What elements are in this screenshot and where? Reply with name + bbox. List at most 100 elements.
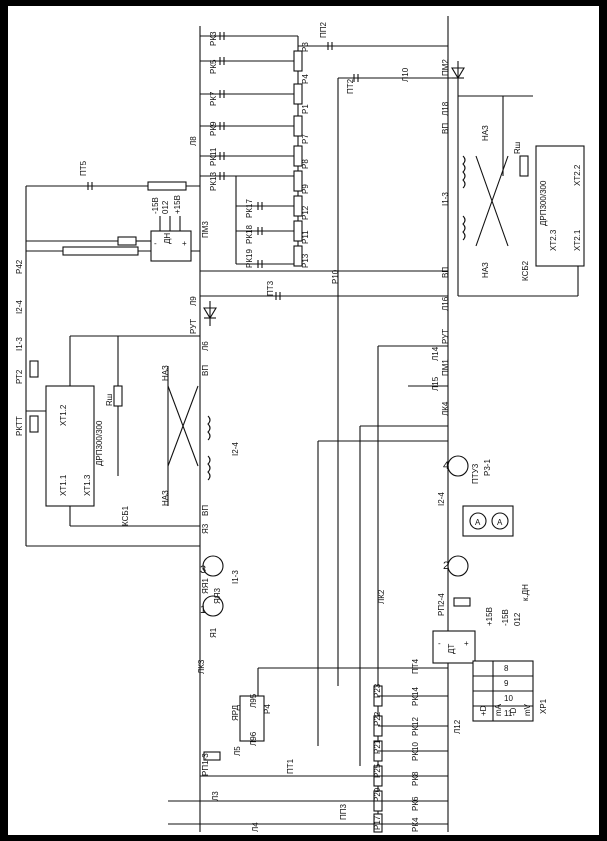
label-p12: Р12 <box>301 205 310 220</box>
resistor-pt5 <box>147 181 187 191</box>
label-pm1: ПМ1 <box>441 359 450 376</box>
label-i13-left: I1-3 <box>15 337 24 351</box>
label-ya3: Я3 <box>201 523 210 534</box>
label-m15: -15В <box>151 197 160 214</box>
label-dn: ДН <box>163 233 172 244</box>
label-l5: Л5 <box>233 746 242 756</box>
label-p9: Р9 <box>301 184 310 194</box>
label-motor-3: 3 <box>200 564 206 576</box>
label-naz-top: НАЗ <box>481 125 490 141</box>
motor-2 <box>447 555 469 577</box>
label-ksb1: КСБ1 <box>121 505 130 526</box>
resistor-rsh-right <box>519 155 529 177</box>
coil-right-a <box>462 155 466 189</box>
label-rsh-right: Rш <box>513 142 522 154</box>
label-naz-l2: НАЗ <box>161 490 170 506</box>
label-ya1: ЯЯ1 <box>201 577 210 594</box>
label-l96: Л96 <box>249 731 258 746</box>
label-pk12: РК12 <box>411 717 420 736</box>
label-a1: A <box>475 518 481 527</box>
label-p31: Р3-1 <box>483 459 492 476</box>
label-p23: Р23 <box>373 683 382 698</box>
label-rsh-left: Rш <box>105 394 114 406</box>
label-i24-right: I2-4 <box>437 492 446 506</box>
resistor-p17 <box>373 813 383 833</box>
label-pt2: ПТ2 <box>346 78 355 94</box>
label-motor-2: 2 <box>443 560 449 572</box>
label-l4: Л4 <box>251 822 260 832</box>
relay-pp13 <box>203 751 221 761</box>
label-i24-left: I2-4 <box>15 300 24 314</box>
label-xt22: ХТ2.2 <box>573 164 582 186</box>
label-xt23: ХТ2.3 <box>549 229 558 251</box>
label-p22: Р22 <box>373 711 382 726</box>
label-xp1: ХР1 <box>539 698 548 714</box>
label-d-plus: +D <box>479 705 488 716</box>
label-drp-right: ДРП300/300 <box>539 180 548 226</box>
label-pt2b: РТ2 <box>15 369 24 384</box>
label-i24-mid: I2-4 <box>231 442 240 456</box>
label-pp2: ПП2 <box>319 22 328 39</box>
label-pk19: РК19 <box>245 249 254 268</box>
label-pt4: ПТ4 <box>411 658 420 674</box>
label-l10: Л10 <box>401 67 410 82</box>
label-dn-minus: - <box>154 239 157 248</box>
label-pk8: РК8 <box>411 771 420 786</box>
label-pk14: РК14 <box>411 687 420 706</box>
label-a2: A <box>497 518 503 527</box>
label-pp3: ПП3 <box>339 804 348 821</box>
label-n10: 10 <box>504 694 513 703</box>
electrical-schematic: РК3 РК5 РК7 РК9 РК11 РК13 Р3 Р4 Р1 Р7 Р8… <box>15 16 585 833</box>
label-i13-right: I1-3 <box>441 192 450 206</box>
label-pk6: РК6 <box>411 796 420 811</box>
label-lk3: ЛК3 <box>197 659 206 674</box>
label-p13: Р13 <box>301 253 310 268</box>
label-p7: Р7 <box>301 134 310 144</box>
label-pp24: РП2-4 <box>437 593 446 616</box>
relay-pt2 <box>29 360 39 378</box>
label-p4b: Р4 <box>263 704 272 714</box>
contacts-top <box>219 32 263 268</box>
label-l95: Л95 <box>249 693 258 708</box>
label-p17: Р17 <box>373 815 382 830</box>
label-p3: Р3 <box>301 42 310 52</box>
motor-4 <box>447 455 469 477</box>
resistor-p8 <box>293 145 303 167</box>
label-pm3: ПМ3 <box>201 221 210 238</box>
label-d-minus: -D <box>509 707 518 716</box>
resistor-p42 <box>62 246 139 256</box>
drp-box-right <box>535 145 585 267</box>
label-dt-minus: - <box>438 639 441 648</box>
label-pt1: ПТ1 <box>286 758 295 774</box>
label-kdn: к.ДН <box>521 584 530 601</box>
label-mv: mV <box>523 703 532 716</box>
label-pt5: ПТ5 <box>79 160 88 176</box>
label-pk4: РК4 <box>411 817 420 832</box>
label-m15-r: -15В <box>501 609 510 626</box>
resistor-p9 <box>293 170 303 192</box>
label-o12: 012 <box>161 200 170 214</box>
resistor-p11 <box>293 220 303 242</box>
label-vp-l2: ВП <box>201 505 210 516</box>
label-ksb2: КСБ2 <box>521 260 530 281</box>
label-p1: Р1 <box>301 104 310 114</box>
resistor-p7 <box>293 115 303 137</box>
label-p10: Р10 <box>331 269 340 284</box>
labels: РК3 РК5 РК7 РК9 РК11 РК13 Р3 Р4 Р1 Р7 Р8… <box>15 22 582 833</box>
label-l3: Л3 <box>211 791 220 801</box>
label-l12: Л12 <box>453 719 462 734</box>
label-i13-mid: I1-3 <box>231 570 240 584</box>
label-xt11: ХТ1.1 <box>59 474 68 496</box>
coil-right-b <box>462 215 466 241</box>
label-ya1b: Я1 <box>209 627 218 638</box>
label-pk10: РК10 <box>411 742 420 761</box>
label-xt13: ХТ1.3 <box>83 474 92 496</box>
label-l9: Л9 <box>189 296 198 306</box>
label-pk18: РК18 <box>245 225 254 244</box>
label-pyt-left: РУТ <box>189 319 198 334</box>
label-drp-left: ДРП300/300 <box>95 420 104 466</box>
label-naz-l1: НАЗ <box>161 365 170 381</box>
label-p8: Р8 <box>301 159 310 169</box>
ammeter-a1 <box>469 512 487 530</box>
resistor-rsh-left <box>113 385 123 407</box>
